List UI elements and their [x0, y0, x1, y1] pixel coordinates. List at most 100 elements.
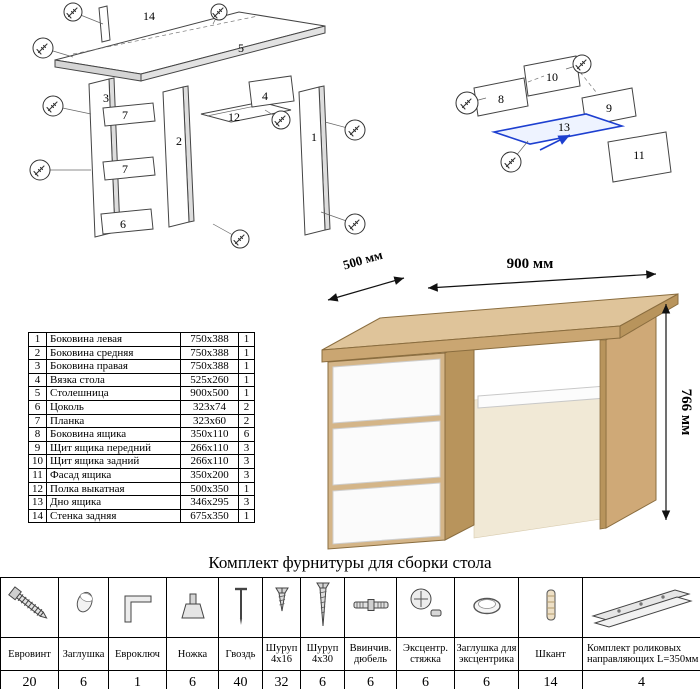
label-part-9: 9 — [606, 101, 612, 115]
part-number: 10 — [28, 454, 47, 469]
hardware-icon-cell — [300, 577, 345, 638]
part-number: 4 — [28, 372, 47, 388]
drawer-front-3 — [332, 482, 441, 545]
part-planks — [100, 102, 156, 235]
label-part-13: 13 — [558, 120, 570, 134]
hardware-qty: 6 — [454, 670, 519, 689]
roller-guides-icon — [590, 589, 693, 628]
part-number: 9 — [28, 440, 47, 456]
hardware-qty: 6 — [166, 670, 219, 689]
label-part-12: 12 — [228, 110, 240, 124]
part-name: Стенка задняя — [46, 508, 181, 524]
part-name: Дно ящика — [46, 495, 181, 510]
dimension-depth: 500 мм — [327, 250, 405, 302]
part-number: 3 — [28, 359, 47, 374]
hardware-label: Эксцентр. стяжка — [396, 637, 455, 671]
drawer-bottom-highlighted — [490, 113, 626, 151]
dimension-height: 766 мм — [661, 304, 693, 520]
part-size: 323x60 — [180, 413, 239, 429]
part-side-right — [298, 85, 331, 236]
hardware-qty: 6 — [396, 670, 455, 689]
hardware-label: Заглушка — [58, 637, 109, 671]
part-qty: 1 — [238, 386, 255, 401]
part-name: Вязка стола — [46, 372, 181, 388]
hardware-qty: 6 — [300, 670, 345, 689]
part-number: 6 — [28, 399, 47, 415]
label-part-2: 2 — [176, 134, 182, 148]
part-number: 14 — [28, 508, 47, 524]
part-size: 675x350 — [180, 508, 239, 524]
part-qty: 2 — [238, 413, 255, 429]
desk-pedestal — [327, 337, 475, 550]
hardware-icon-cell — [108, 577, 167, 638]
part-number: 12 — [28, 481, 47, 497]
exploded-diagram-drawer: 10 8 9 13 11 — [455, 54, 672, 183]
label-part-14: 14 — [143, 9, 155, 23]
leg-icon — [180, 593, 205, 619]
part-name: Щит ящика задний — [46, 454, 181, 469]
part-qty: 1 — [238, 508, 255, 524]
part-number: 7 — [28, 413, 47, 429]
euroscrew-icon — [7, 586, 48, 619]
hardware-label: Комплект роликовых направляющих L=350мм — [582, 637, 700, 671]
part-size: 750x388 — [180, 359, 239, 374]
part-size: 525x260 — [180, 372, 239, 388]
hardware-table: Евровинт Заглушка Евроключ Ножка Гвоздь … — [0, 577, 700, 689]
part-name: Фасад ящика — [46, 467, 181, 483]
part-size: 750x388 — [180, 332, 239, 347]
drawer-facade — [607, 131, 672, 183]
screw-4x16-icon — [274, 587, 289, 612]
part-qty: 6 — [238, 427, 255, 442]
exploded-diagram-main: 14 5 3 7 7 6 2 12 4 1 — [29, 2, 366, 249]
hardware-label: Шуруп 4x30 — [300, 637, 345, 671]
fastener-callouts — [29, 2, 366, 249]
part-qty: 3 — [238, 454, 255, 469]
hardware-icon-cell — [582, 577, 700, 638]
label-part-6: 6 — [120, 217, 126, 231]
part-qty: 3 — [238, 467, 255, 483]
part-number: 5 — [28, 386, 47, 401]
hardware-qty: 40 — [218, 670, 263, 689]
part-qty: 1 — [238, 372, 255, 388]
label-part-10: 10 — [546, 70, 558, 84]
desk-render: 900 мм 500 мм 766 мм — [321, 250, 693, 550]
desk-back-panel — [473, 389, 609, 539]
part-size: 750x388 — [180, 345, 239, 361]
part-qty: 3 — [238, 495, 255, 510]
part-size: 350x200 — [180, 467, 239, 483]
hardware-label: Ножка — [166, 637, 219, 671]
hardware-label: Заглушка для эксцентрика — [454, 637, 519, 671]
label-part-8: 8 — [498, 92, 504, 106]
hardware-icon-row — [0, 577, 700, 638]
part-number: 8 — [28, 427, 47, 442]
label-part-7b: 7 — [122, 162, 128, 176]
hardware-title: Комплект фурнитуры для сборки стола — [208, 553, 492, 572]
hardware-qty: 6 — [344, 670, 397, 689]
drawer-front-2 — [332, 420, 441, 486]
cam-cap-icon — [472, 597, 501, 615]
hardware-qty: 32 — [262, 670, 301, 689]
part-qty: 2 — [238, 399, 255, 415]
label-part-1: 1 — [311, 130, 317, 144]
screw-4x30-icon — [315, 582, 330, 627]
part-back-panel — [98, 5, 111, 43]
part-number: 1 — [28, 332, 47, 347]
part-name: Боковина левая — [46, 332, 181, 347]
part-side-middle — [162, 85, 195, 228]
hardware-qty: 14 — [518, 670, 583, 689]
part-name: Планка — [46, 413, 181, 429]
hardware-icon-cell — [454, 577, 519, 638]
part-name: Боковина ящика — [46, 427, 181, 442]
part-name: Столешница — [46, 386, 181, 401]
